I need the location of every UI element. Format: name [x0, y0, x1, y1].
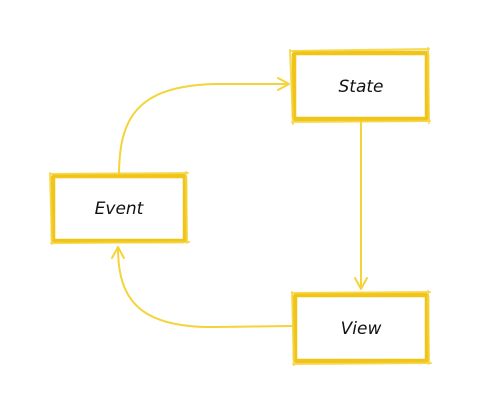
node-state: State — [289, 47, 431, 125]
edge-view-to-event — [111, 246, 293, 329]
node-label-view: View — [341, 319, 382, 339]
node-label-event: Event — [95, 199, 145, 219]
edge-state-to-view — [354, 120, 368, 290]
node-view: View — [291, 290, 432, 366]
edge-event-to-state — [118, 77, 290, 177]
node-event: Event — [49, 171, 190, 245]
node-label-state: State — [339, 77, 384, 97]
